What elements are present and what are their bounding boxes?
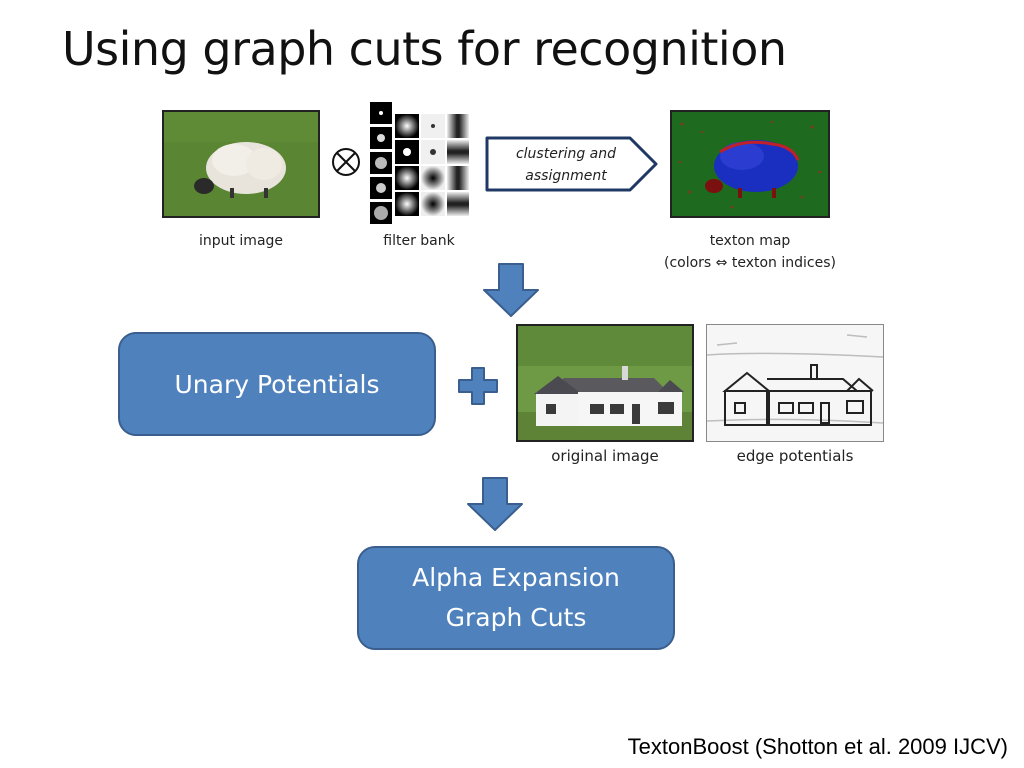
filter-bank-caption: filter bank [383,233,455,249]
edge-potentials-image [706,324,884,442]
down-arrow-icon [466,476,524,532]
alpha-expansion-box: Alpha Expansion Graph Cuts [357,546,675,650]
unary-potentials-box: Unary Potentials [118,332,436,436]
convolve-operator-icon [330,146,362,178]
house-picture [518,326,692,440]
alpha-expansion-line2: Graph Cuts [445,603,587,632]
original-image-caption: original image [551,447,659,465]
input-image-caption: input image [198,233,284,249]
filter-bank [370,102,470,226]
edge-potentials-caption: edge potentials [736,447,854,465]
original-image [516,324,694,442]
slide-title: Using graph cuts for recognition [62,22,787,76]
texton-map-caption: texton map [709,233,791,249]
alpha-expansion-line1: Alpha Expansion [412,563,620,592]
arrow-label-line2: assignment [525,168,607,184]
clustering-arrow [484,134,660,194]
input-image [162,110,320,218]
texton-map-picture [672,112,828,216]
clustering-arrow-label: clustering and assignment [496,143,636,187]
down-arrow-icon [482,262,540,318]
arrow-label-line1: clustering and [515,146,617,162]
plus-icon [457,366,499,406]
edge-map-picture [707,325,883,441]
texton-map-subcaption: (colors ⇔ texton indices) [664,255,836,271]
texton-map-image [670,110,830,218]
sheep-picture [164,112,318,216]
unary-potentials-label: Unary Potentials [174,369,380,399]
citation-credit: TextonBoost (Shotton et al. 2009 IJCV) [627,734,1008,759]
